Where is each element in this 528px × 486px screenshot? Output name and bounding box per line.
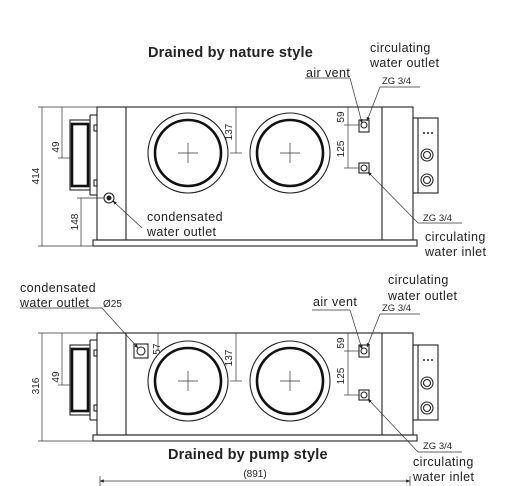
top-condensate-label-2: water outlet xyxy=(146,225,217,239)
bottom-zg-upper: ZG 3/4 xyxy=(382,303,411,314)
bottom-circ-outlet-label-1: circulating xyxy=(388,273,449,287)
bottom-base-rail xyxy=(92,434,418,442)
bottom-unit-drawing: 316 49 57 137 59 125 (891) condens xyxy=(19,273,474,486)
top-right-connector xyxy=(412,117,439,194)
bottom-dim-137: 137 xyxy=(224,349,235,366)
bottom-water-fittings xyxy=(358,344,370,401)
bottom-inlet-leader xyxy=(367,398,419,453)
bottom-condensate-label-2: water outlet xyxy=(19,296,90,310)
bottom-condensate-leader xyxy=(101,307,139,349)
top-circ-inlet-label-2: water inlet xyxy=(424,245,486,259)
bottom-fitting-dimensions xyxy=(344,333,359,396)
bottom-condensate-size: Ø25 xyxy=(103,299,122,310)
top-left-connector xyxy=(69,114,98,196)
bottom-dim-width: (891) xyxy=(243,469,266,480)
top-dim-125: 125 xyxy=(336,140,347,157)
top-air-vent-label: air vent xyxy=(306,66,350,80)
bottom-air-vent-leader xyxy=(349,309,363,350)
top-condensate-leader xyxy=(112,200,143,229)
bottom-fan-left xyxy=(147,340,229,422)
bottom-circ-inlet-label-2: water inlet xyxy=(412,470,474,484)
top-dim-148: 148 xyxy=(70,213,81,230)
bottom-left-connector xyxy=(69,339,98,421)
bottom-dim-overall: 316 xyxy=(31,377,42,394)
bottom-title: Drained by pump style xyxy=(168,447,328,463)
top-circ-inlet-label-1: circulating xyxy=(425,230,486,244)
bottom-width-dimension xyxy=(99,476,411,486)
top-condensate-outlet xyxy=(103,192,115,204)
top-dim-49: 49 xyxy=(51,141,62,153)
top-inlet-leader xyxy=(367,171,419,224)
top-left-dimensions xyxy=(38,106,104,247)
top-water-fittings xyxy=(358,119,370,174)
bottom-circ-inlet-label-1: circulating xyxy=(413,455,474,469)
top-circ-outlet-label-1: circulating xyxy=(370,41,431,55)
top-title: Drained by nature style xyxy=(148,45,313,61)
top-outlet-leader xyxy=(366,86,381,122)
top-dim-137: 137 xyxy=(224,123,235,140)
bottom-right-connector xyxy=(412,344,439,421)
bottom-pump-drain xyxy=(133,343,149,359)
bottom-dim-59: 59 xyxy=(336,337,347,349)
bottom-outlet-leader xyxy=(366,313,381,348)
top-dim-59: 59 xyxy=(336,111,347,123)
top-zg-lower: ZG 3/4 xyxy=(423,213,452,224)
top-condensate-label-1: condensated xyxy=(147,210,223,224)
bottom-fan-right xyxy=(249,340,331,422)
top-fan-left xyxy=(147,112,229,194)
bottom-dim-125: 125 xyxy=(336,367,347,384)
top-zg-upper: ZG 3/4 xyxy=(382,76,411,87)
bottom-zg-lower: ZG 3/4 xyxy=(423,441,452,452)
top-circ-outlet-label-2: water outlet xyxy=(369,56,440,70)
top-fitting-dimensions xyxy=(344,107,359,169)
top-unit-drawing: Drained by nature style xyxy=(31,41,486,259)
bottom-title-backdrop xyxy=(164,444,350,464)
bottom-circ-outlet-label-2: water outlet xyxy=(387,289,458,303)
bottom-dim-57: 57 xyxy=(152,343,163,355)
bottom-left-dimensions xyxy=(38,332,97,442)
bottom-air-vent-label: air vent xyxy=(313,295,357,309)
top-fan-right xyxy=(249,112,331,194)
bottom-condensate-label-1: condensated xyxy=(20,281,96,295)
top-base-rail xyxy=(92,239,418,247)
bottom-dim-49: 49 xyxy=(51,371,62,383)
top-air-vent-leader xyxy=(349,77,363,124)
top-dim-overall: 414 xyxy=(31,167,42,184)
